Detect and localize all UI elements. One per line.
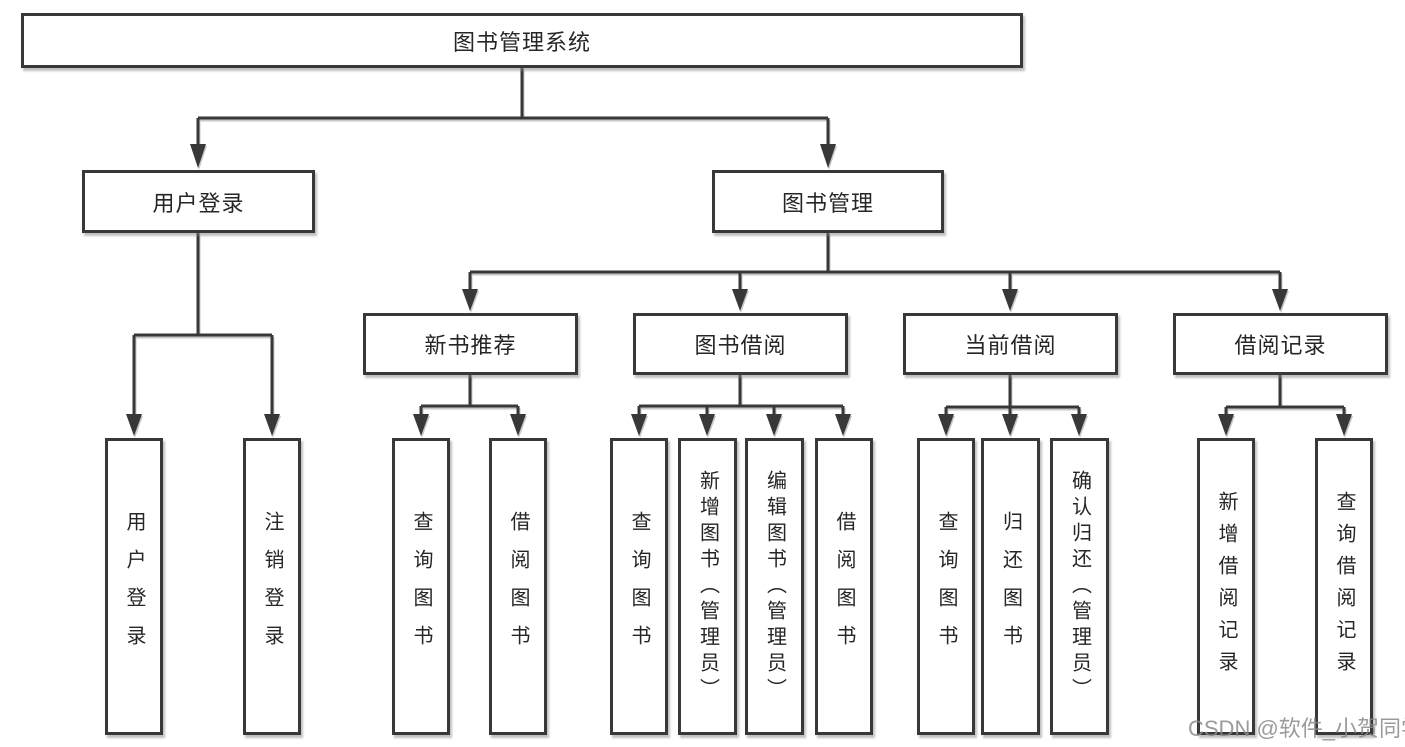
node-book-management: 图书管理	[712, 170, 944, 233]
leaf-add-book-admin: 新增图书（管理员）	[678, 438, 737, 735]
leaf-query-books-recommend: 查询图书	[392, 438, 450, 735]
leaf-query-borrow-record: 查询借阅记录	[1315, 438, 1373, 735]
leaf-user-login: 用户登录	[105, 438, 163, 735]
leaf-query-books-borrow: 查询图书	[610, 438, 668, 735]
node-borrow-record: 借阅记录	[1173, 313, 1388, 375]
connector-book-management-children	[462, 233, 1288, 311]
connector-new-book-children	[413, 375, 526, 436]
leaf-edit-book-admin: 编辑图书（管理员）	[745, 438, 804, 735]
connector-current-borrow-children	[938, 375, 1087, 436]
leaf-logout: 注销登录	[243, 438, 301, 735]
connector-user-login-children	[126, 233, 280, 436]
node-current-borrow: 当前借阅	[903, 313, 1118, 375]
node-new-book-recommend: 新书推荐	[363, 313, 578, 375]
leaf-borrow-books-recommend: 借阅图书	[489, 438, 547, 735]
leaf-borrow-books: 借阅图书	[815, 438, 873, 735]
connector-borrow-record-children	[1218, 375, 1352, 436]
connector-book-borrow-children	[631, 375, 851, 436]
connector-root-to-level2	[190, 68, 836, 168]
leaf-return-book: 归还图书	[981, 438, 1040, 735]
leaf-query-books-current: 查询图书	[917, 438, 975, 735]
node-book-borrow: 图书借阅	[633, 313, 848, 375]
leaf-confirm-return-admin: 确认归还（管理员）	[1050, 438, 1109, 735]
node-root-library-system: 图书管理系统	[21, 13, 1023, 68]
leaf-add-borrow-record: 新增借阅记录	[1197, 438, 1255, 735]
node-user-login: 用户登录	[82, 170, 315, 233]
csdn-watermark: CSDN @软件_小贺同学	[1188, 716, 1405, 741]
